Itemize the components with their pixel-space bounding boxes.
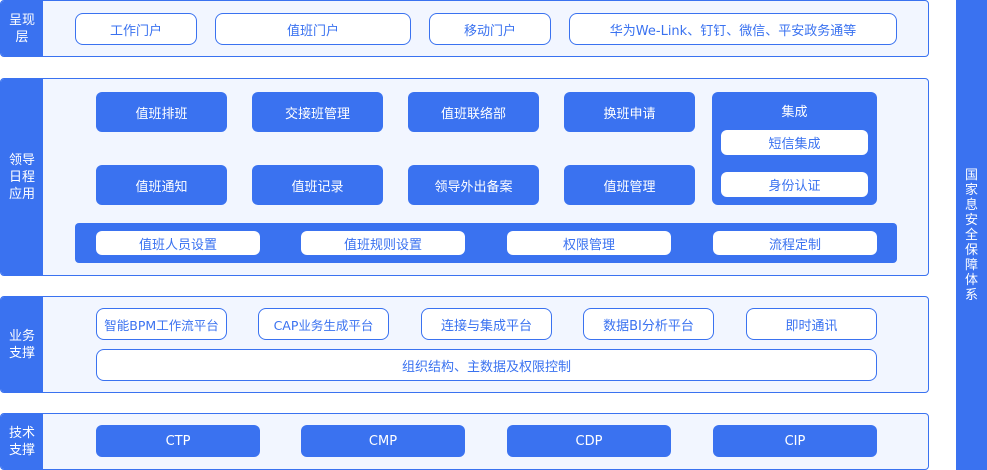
third-party-portal-box: 华为We-Link、钉钉、微信、平安政务通等 [569,13,897,45]
duty-rule-settings-box: 值班规则设置 [301,231,465,255]
tech-support-layer-label: 技术支撑 [1,414,43,469]
duty-notice-box: 值班通知 [96,165,227,205]
presentation-layer: 呈现层 工作门户 值班门户 移动门户 华为We-Link、钉钉、微信、平安政务通… [0,0,929,57]
cdp-box: CDP [507,425,671,457]
security-system-sidebar: 国家息安全保障体系 [956,0,987,470]
business-support-layer-label: 业务支撑 [1,297,43,392]
org-masterdata-box: 组织结构、主数据及权限控制 [96,349,877,381]
work-portal-box: 工作门户 [75,13,197,45]
shift-handover-box: 交接班管理 [252,92,383,132]
presentation-layer-label: 呈现层 [1,1,43,56]
leader-outing-box: 领导外出备案 [408,165,539,205]
cap-platform-box: CAP业务生成平台 [258,308,389,340]
integration-title: 集成 [781,105,808,120]
identity-auth-box: 身份认证 [721,172,868,197]
duty-staff-settings-box: 值班人员设置 [96,231,260,255]
duty-portal-box: 值班门户 [215,13,411,45]
duty-management-box: 值班管理 [564,165,695,205]
duty-contact-box: 值班联络部 [408,92,539,132]
mobile-portal-box: 移动门户 [429,13,551,45]
bi-platform-box: 数据BI分析平台 [583,308,714,340]
instant-messaging-box: 即时通讯 [746,308,877,340]
bpm-platform-box: 智能BPM工作流平台 [96,308,227,340]
permission-management-box: 权限管理 [507,231,671,255]
integration-panel: 集成 短信集成 身份认证 [712,92,877,205]
process-customization-box: 流程定制 [713,231,877,255]
duty-scheduling-box: 值班排班 [96,92,227,132]
sms-integration-box: 短信集成 [721,130,868,155]
business-support-layer: 业务支撑 智能BPM工作流平台 CAP业务生成平台 连接与集成平台 数据BI分析… [0,296,929,393]
integration-platform-box: 连接与集成平台 [421,308,552,340]
cip-box: CIP [713,425,877,457]
shift-swap-box: 换班申请 [564,92,695,132]
ctp-box: CTP [96,425,260,457]
application-layer: 领导日程应用 值班排班 交接班管理 值班联络部 换班申请 值班通知 值班记录 领… [0,78,929,276]
application-layer-label: 领导日程应用 [1,79,43,275]
cmp-box: CMP [301,425,465,457]
settings-bar: 值班人员设置 值班规则设置 权限管理 流程定制 [75,223,897,263]
tech-support-layer: 技术支撑 CTP CMP CDP CIP [0,413,929,470]
duty-record-box: 值班记录 [252,165,383,205]
